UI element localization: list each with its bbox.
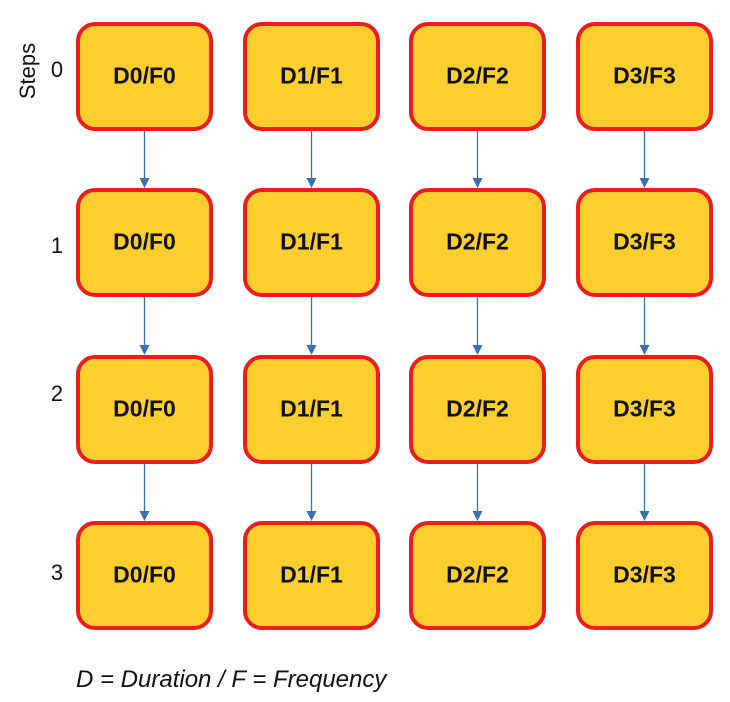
arrow-step1-col2 [472,297,483,355]
node-step3-col0: D0/F0 [76,521,213,630]
arrow-head-icon [472,178,483,188]
arrow-head-icon [639,511,650,521]
arrow-head-icon [472,511,483,521]
node-label: D1/F1 [280,63,343,89]
arrow-head-icon [472,345,483,355]
step-label-3: 3 [51,560,63,585]
arrow-step2-col0 [139,464,150,521]
node-step0-col2: D2/F2 [409,22,546,131]
arrow-head-icon [639,178,650,188]
arrow-step1-col3 [639,297,650,355]
node-step2-col1: D1/F1 [243,355,380,464]
step-label-1: 1 [51,233,63,258]
arrow-head-icon [306,178,317,188]
node-label: D1/F1 [280,396,343,422]
node-step2-col0: D0/F0 [76,355,213,464]
node-step2-col2: D2/F2 [409,355,546,464]
node-box [576,355,713,464]
node-step1-col2: D2/F2 [409,188,546,297]
node-label: D2/F2 [446,229,509,255]
steps-axis-title: Steps [15,43,40,99]
node-box [243,355,380,464]
node-step1-col0: D0/F0 [76,188,213,297]
arrow-step1-col0 [139,297,150,355]
node-step3-col2: D2/F2 [409,521,546,630]
node-step3-col1: D1/F1 [243,521,380,630]
node-box [243,188,380,297]
arrow-head-icon [306,511,317,521]
step-label-2: 2 [51,381,63,406]
node-step2-col3: D3/F3 [576,355,713,464]
node-label: D3/F3 [613,63,676,89]
arrow-head-icon [139,511,150,521]
arrow-step0-col1 [306,131,317,188]
arrow-step0-col3 [639,131,650,188]
step-labels: 0 1 2 3 [51,57,63,585]
node-label: D2/F2 [446,562,509,588]
node-box [243,22,380,131]
node-label: D1/F1 [280,562,343,588]
node-label: D0/F0 [113,229,176,255]
node-step0-col0: D0/F0 [76,22,213,131]
arrow-step2-col3 [639,464,650,521]
arrow-head-icon [306,345,317,355]
node-label: D2/F2 [446,63,509,89]
node-label: D3/F3 [613,396,676,422]
node-label: D0/F0 [113,562,176,588]
node-box [76,22,213,131]
node-step3-col3: D3/F3 [576,521,713,630]
arrow-step2-col1 [306,464,317,521]
node-step0-col3: D3/F3 [576,22,713,131]
arrow-step0-col2 [472,131,483,188]
node-box [76,355,213,464]
node-label: D0/F0 [113,396,176,422]
node-label: D0/F0 [113,63,176,89]
node-label: D3/F3 [613,562,676,588]
node-label: D2/F2 [446,396,509,422]
node-box [409,188,546,297]
arrow-step1-col1 [306,297,317,355]
arrow-step0-col0 [139,131,150,188]
node-box [576,521,713,630]
node-label: D3/F3 [613,229,676,255]
node-box [576,22,713,131]
node-label: D1/F1 [280,229,343,255]
node-step0-col1: D1/F1 [243,22,380,131]
node-step1-col3: D3/F3 [576,188,713,297]
node-box [409,355,546,464]
node-box [76,521,213,630]
legend-text: D = Duration / F = Frequency [76,666,388,693]
node-box [409,521,546,630]
arrow-head-icon [139,345,150,355]
arrow-head-icon [139,178,150,188]
node-box [576,188,713,297]
step-label-0: 0 [51,57,63,82]
node-box [409,22,546,131]
arrows [139,131,650,521]
node-box [243,521,380,630]
node-step1-col1: D1/F1 [243,188,380,297]
arrow-step2-col2 [472,464,483,521]
node-box [76,188,213,297]
arrow-head-icon [639,345,650,355]
